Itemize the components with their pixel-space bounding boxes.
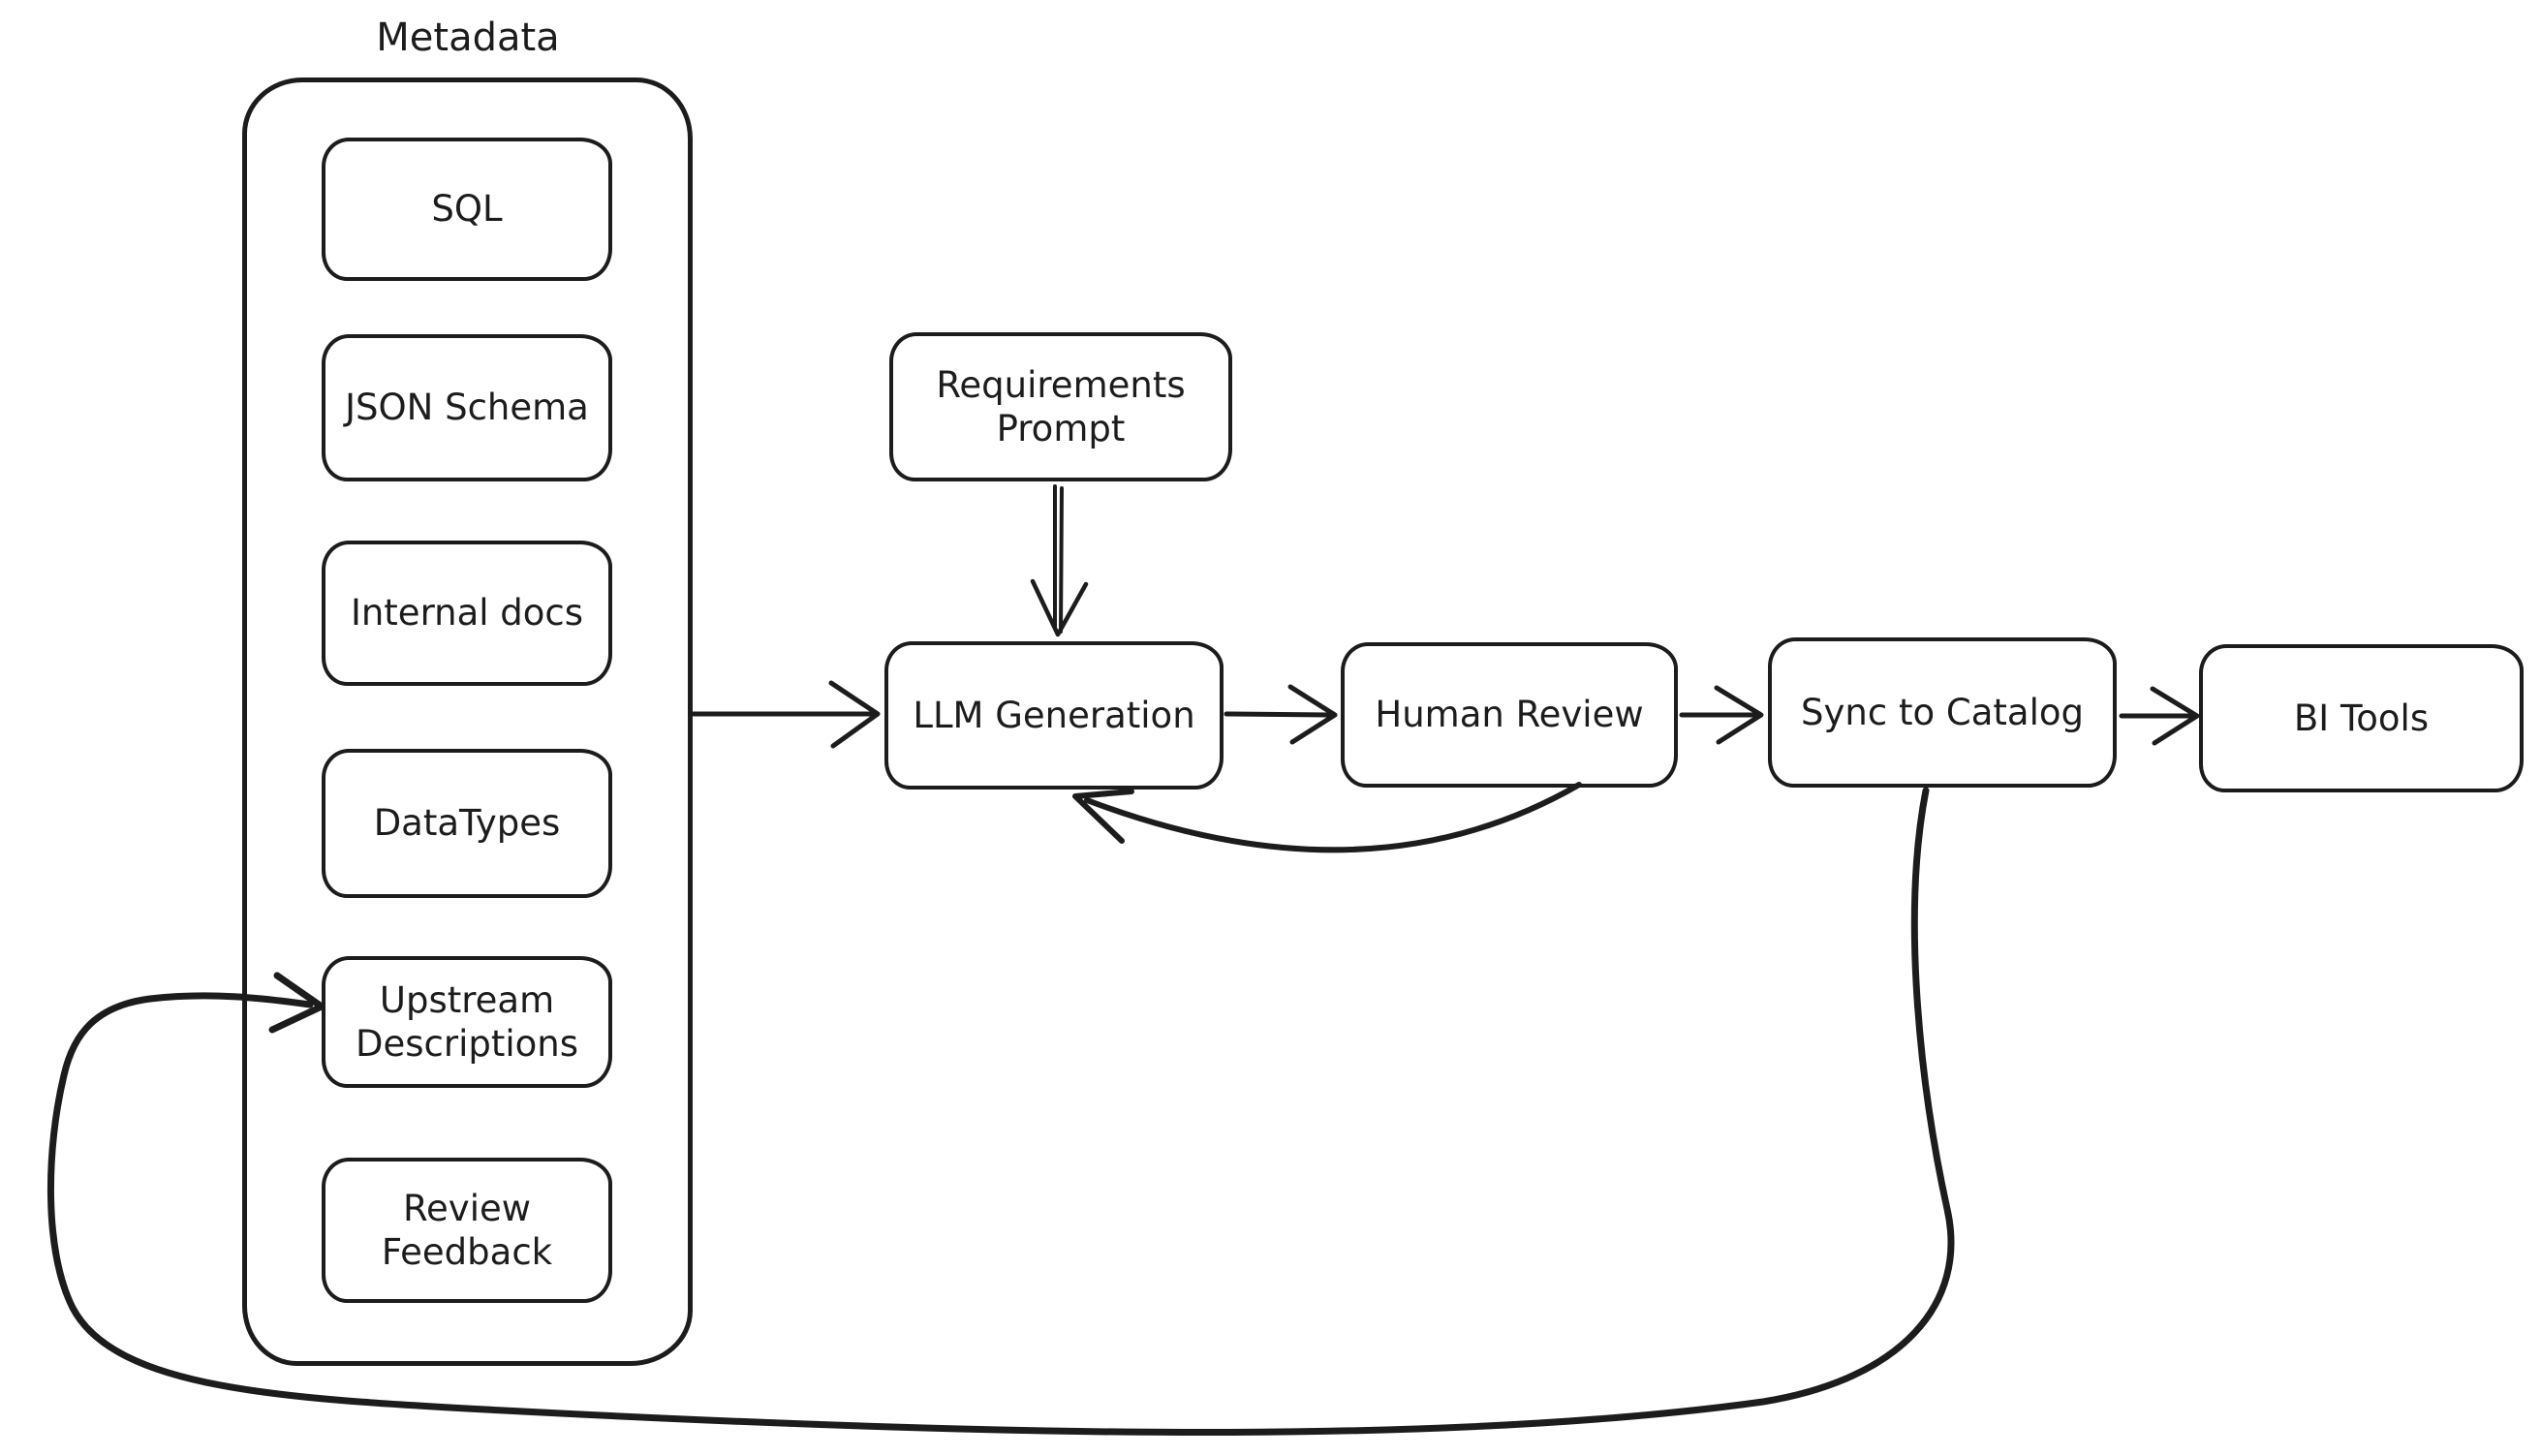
node-review-feedback: Review Feedback	[322, 1158, 612, 1303]
edge-metadata-group-to-llm-generation	[691, 680, 881, 749]
node-bi-tools: BI Tools	[2199, 644, 2524, 792]
node-sync-to-catalog: Sync to Catalog	[1768, 637, 2117, 788]
node-json-schema: JSON Schema	[322, 334, 612, 481]
arrowhead-icon	[1287, 684, 1338, 745]
node-requirements-prompt: Requirements Prompt	[889, 332, 1232, 481]
edge-llm-generation-to-human-review	[1224, 684, 1338, 745]
edge-human-review-to-llm-generation-retry	[1072, 782, 1582, 853]
edge-human-review-to-sync-to-catalog	[1679, 685, 1764, 745]
edge-requirements-prompt-to-llm-generation	[1030, 484, 1089, 637]
node-llm-generation-label: LLM Generation	[913, 694, 1195, 736]
node-sql: SQL	[322, 138, 612, 281]
node-bi-tools-label: BI Tools	[2293, 697, 2430, 739]
arrowhead-icon	[1714, 685, 1764, 745]
node-datatypes-label: DataTypes	[373, 802, 561, 845]
node-upstream-descriptions-label: Upstream Descriptions	[355, 978, 578, 1065]
node-sync-to-catalog-label: Sync to Catalog	[1801, 691, 2084, 733]
node-llm-generation: LLM Generation	[884, 641, 1224, 790]
node-requirements-prompt-label: Requirements Prompt	[936, 363, 1186, 449]
arrowhead-icon	[1030, 578, 1089, 637]
node-internal-docs-label: Internal docs	[350, 592, 584, 635]
node-review-feedback-label: Review Feedback	[381, 1187, 553, 1273]
node-sql-label: SQL	[431, 188, 503, 231]
node-human-review: Human Review	[1341, 642, 1678, 788]
metadata-group-title: Metadata	[376, 15, 560, 60]
node-datatypes: DataTypes	[322, 749, 612, 898]
edge-line-second-pass	[1059, 486, 1064, 634]
node-upstream-descriptions: Upstream Descriptions	[322, 956, 612, 1088]
edge-curve	[1084, 782, 1582, 853]
node-internal-docs: Internal docs	[322, 541, 612, 686]
node-json-schema-label: JSON Schema	[345, 387, 589, 429]
arrowhead-icon	[2150, 686, 2200, 746]
arrowhead-icon	[828, 680, 881, 749]
node-human-review-label: Human Review	[1375, 694, 1644, 736]
edge-sync-to-catalog-to-bi-tools	[2119, 686, 2200, 746]
arrowhead-icon	[1072, 789, 1134, 844]
edge-line	[1224, 711, 1332, 718]
